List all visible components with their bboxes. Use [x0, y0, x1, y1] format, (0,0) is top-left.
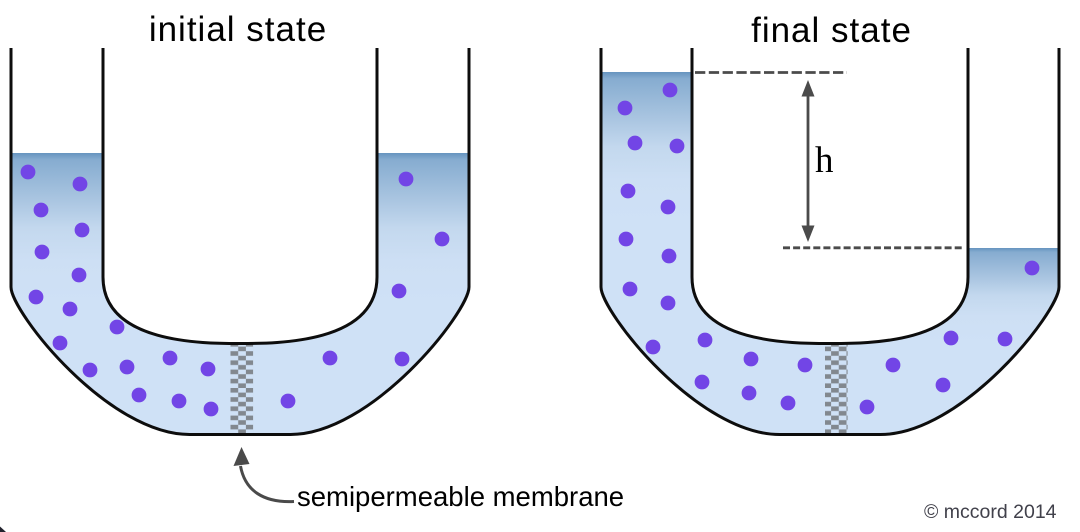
- svg-text:semipermeable membrane: semipermeable membrane: [297, 481, 624, 512]
- svg-text:final state: final state: [751, 11, 912, 50]
- svg-text:h: h: [815, 140, 834, 181]
- svg-text:initial state: initial state: [149, 10, 327, 49]
- svg-text:© mccord 2014: © mccord 2014: [924, 501, 1057, 523]
